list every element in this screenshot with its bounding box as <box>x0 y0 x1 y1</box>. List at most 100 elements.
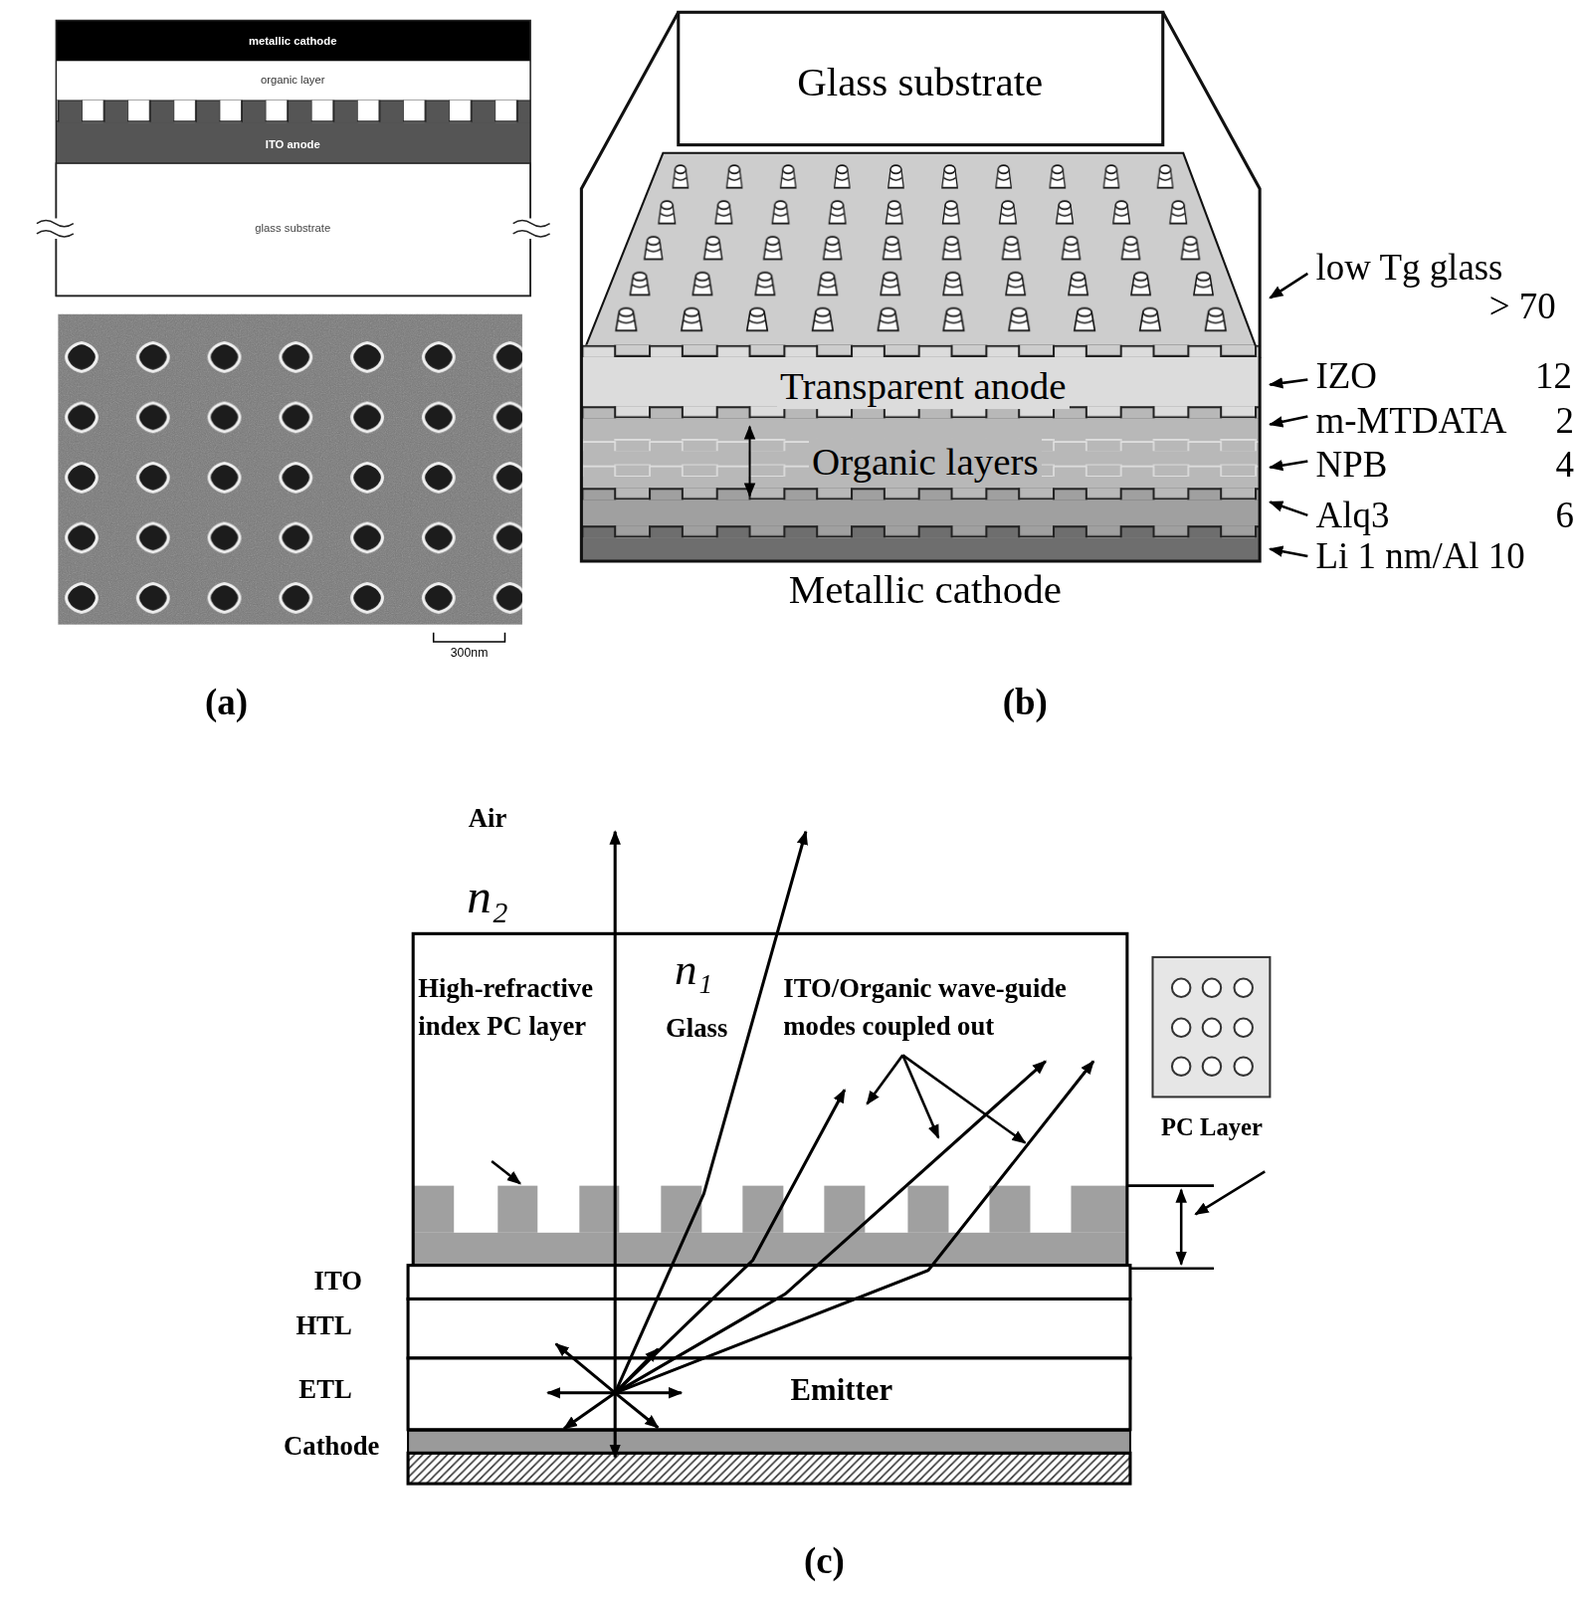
drawn-shape <box>407 1452 1131 1484</box>
callout-text: High-refractive index PC layer <box>417 969 622 1045</box>
emitter-label: Emitter <box>790 1372 893 1407</box>
drawn-shape <box>581 537 1260 562</box>
drawn-shape <box>581 499 1260 538</box>
drawn-shape <box>581 417 1260 500</box>
glass-box: n₁ Glass High-refractive index PC layer ITO… <box>412 933 1128 1265</box>
panel-c-device <box>407 933 1270 1484</box>
drawn-shape <box>55 20 531 297</box>
drawn-shape <box>55 99 531 164</box>
drawn-shape <box>614 1390 682 1394</box>
drawn-shape <box>497 1185 538 1233</box>
drawn-shape <box>653 162 1192 191</box>
drawn-shape <box>742 1185 784 1233</box>
thickness-value: 2 <box>1555 398 1574 442</box>
drawn-shape <box>57 314 522 625</box>
drawn-shape <box>556 1344 615 1393</box>
drawn-shape <box>581 345 1260 358</box>
drawn-shape <box>581 357 1260 419</box>
drawn-shape <box>513 220 551 237</box>
drawn-shape <box>579 1185 619 1233</box>
layer-name: low Tg glass <box>1316 245 1504 289</box>
glass-substrate-box: Glass substrate <box>678 11 1164 145</box>
layer-name: glass substrate <box>254 221 331 234</box>
drawn-shape <box>1172 978 1190 996</box>
drawn-shape <box>407 1265 1131 1300</box>
thickness-value: 4 <box>1555 442 1574 486</box>
scale-label: 300nm <box>450 645 489 660</box>
drawn-shape <box>407 1298 1131 1358</box>
drawn-shape <box>412 1232 1128 1266</box>
thickness-value: > 70 <box>1489 284 1557 328</box>
drawn-shape <box>638 197 1207 226</box>
drawn-shape <box>57 314 522 625</box>
cathode-band: Cathode <box>407 1430 1131 1485</box>
layer-name: Alq3 <box>1316 493 1390 537</box>
drawn-shape <box>407 1430 1131 1454</box>
drawn-shape <box>592 305 1248 334</box>
drawn-shape <box>1070 1185 1127 1233</box>
drawn-shape <box>491 1161 521 1184</box>
drawn-shape <box>902 1054 1025 1143</box>
drawn-shape <box>623 233 1221 262</box>
drawn-shape <box>564 1392 615 1429</box>
drawn-shape <box>1269 379 1308 385</box>
layer-name: HTL <box>295 1311 352 1343</box>
drawn-shape <box>581 11 1260 562</box>
drawn-shape <box>614 1061 1094 1393</box>
drawn-shape <box>614 1392 658 1428</box>
anode-band: Transparent anode <box>581 357 1260 419</box>
medium-name: Air <box>468 802 507 834</box>
layer-name: Organic layers <box>808 438 1042 484</box>
layer-name: ITO anode <box>265 137 321 150</box>
layer-name: IZO <box>1316 354 1378 397</box>
drawn-shape <box>36 220 74 237</box>
medium-name: Glass <box>665 1012 728 1044</box>
drawn-shape <box>1269 502 1308 516</box>
drawn-shape <box>1234 1017 1253 1036</box>
drawn-shape <box>1234 1056 1253 1075</box>
callout-text: ITO/Organic wave-guide modes coupled out <box>783 969 1131 1045</box>
refractive-index: n₂ <box>466 867 509 924</box>
layer-name: organic layer <box>260 73 326 86</box>
drawn-shape <box>55 99 531 123</box>
drawn-shape <box>1202 978 1221 996</box>
thickness-value: 12 <box>1535 354 1573 397</box>
drawn-shape <box>1152 957 1270 1097</box>
cathode-band: metallic cathode <box>55 20 531 62</box>
drawn-shape <box>608 269 1235 298</box>
drawn-shape <box>1269 549 1308 557</box>
layer-band: ETLEmitter <box>407 1358 1131 1430</box>
drawn-shape <box>581 487 1260 500</box>
drawn-shape <box>866 1054 903 1104</box>
drawn-shape <box>407 1358 1131 1430</box>
inset-box: PC Layer <box>1152 957 1270 1097</box>
drawn-shape <box>412 1185 454 1233</box>
inset-caption: PC Layer <box>1161 1113 1263 1142</box>
drawn-shape <box>823 1185 865 1233</box>
drawn-shape <box>614 1349 658 1393</box>
layer-band: HTL <box>407 1298 1131 1358</box>
drawn-shape <box>1202 1017 1221 1036</box>
organic-band: Organic layers <box>581 417 1260 531</box>
drawn-shape <box>678 11 1164 145</box>
drawn-shape <box>614 831 806 1393</box>
layer-name: Cathode <box>283 1431 380 1463</box>
drawn-shape <box>1269 273 1308 299</box>
drawn-shape <box>907 1185 949 1233</box>
drawn-shape <box>55 61 531 101</box>
panel-label: (c) <box>803 1539 845 1582</box>
drawn-shape <box>55 20 531 62</box>
drawn-shape <box>749 426 752 497</box>
drawn-shape <box>1172 1017 1190 1036</box>
drawn-shape <box>988 1185 1030 1233</box>
drawn-shape <box>581 525 1260 538</box>
layer-band: ITO <box>407 1265 1131 1300</box>
drawn-shape <box>1269 415 1308 424</box>
drawn-shape <box>1180 1189 1184 1265</box>
drawn-shape <box>1202 1056 1221 1075</box>
layer-name: Glass substrate <box>796 57 1043 106</box>
callout-arrows <box>491 1054 1265 1268</box>
layer-name: Metallic cathode <box>789 565 1062 613</box>
refractive-index: n₁ <box>674 943 713 995</box>
